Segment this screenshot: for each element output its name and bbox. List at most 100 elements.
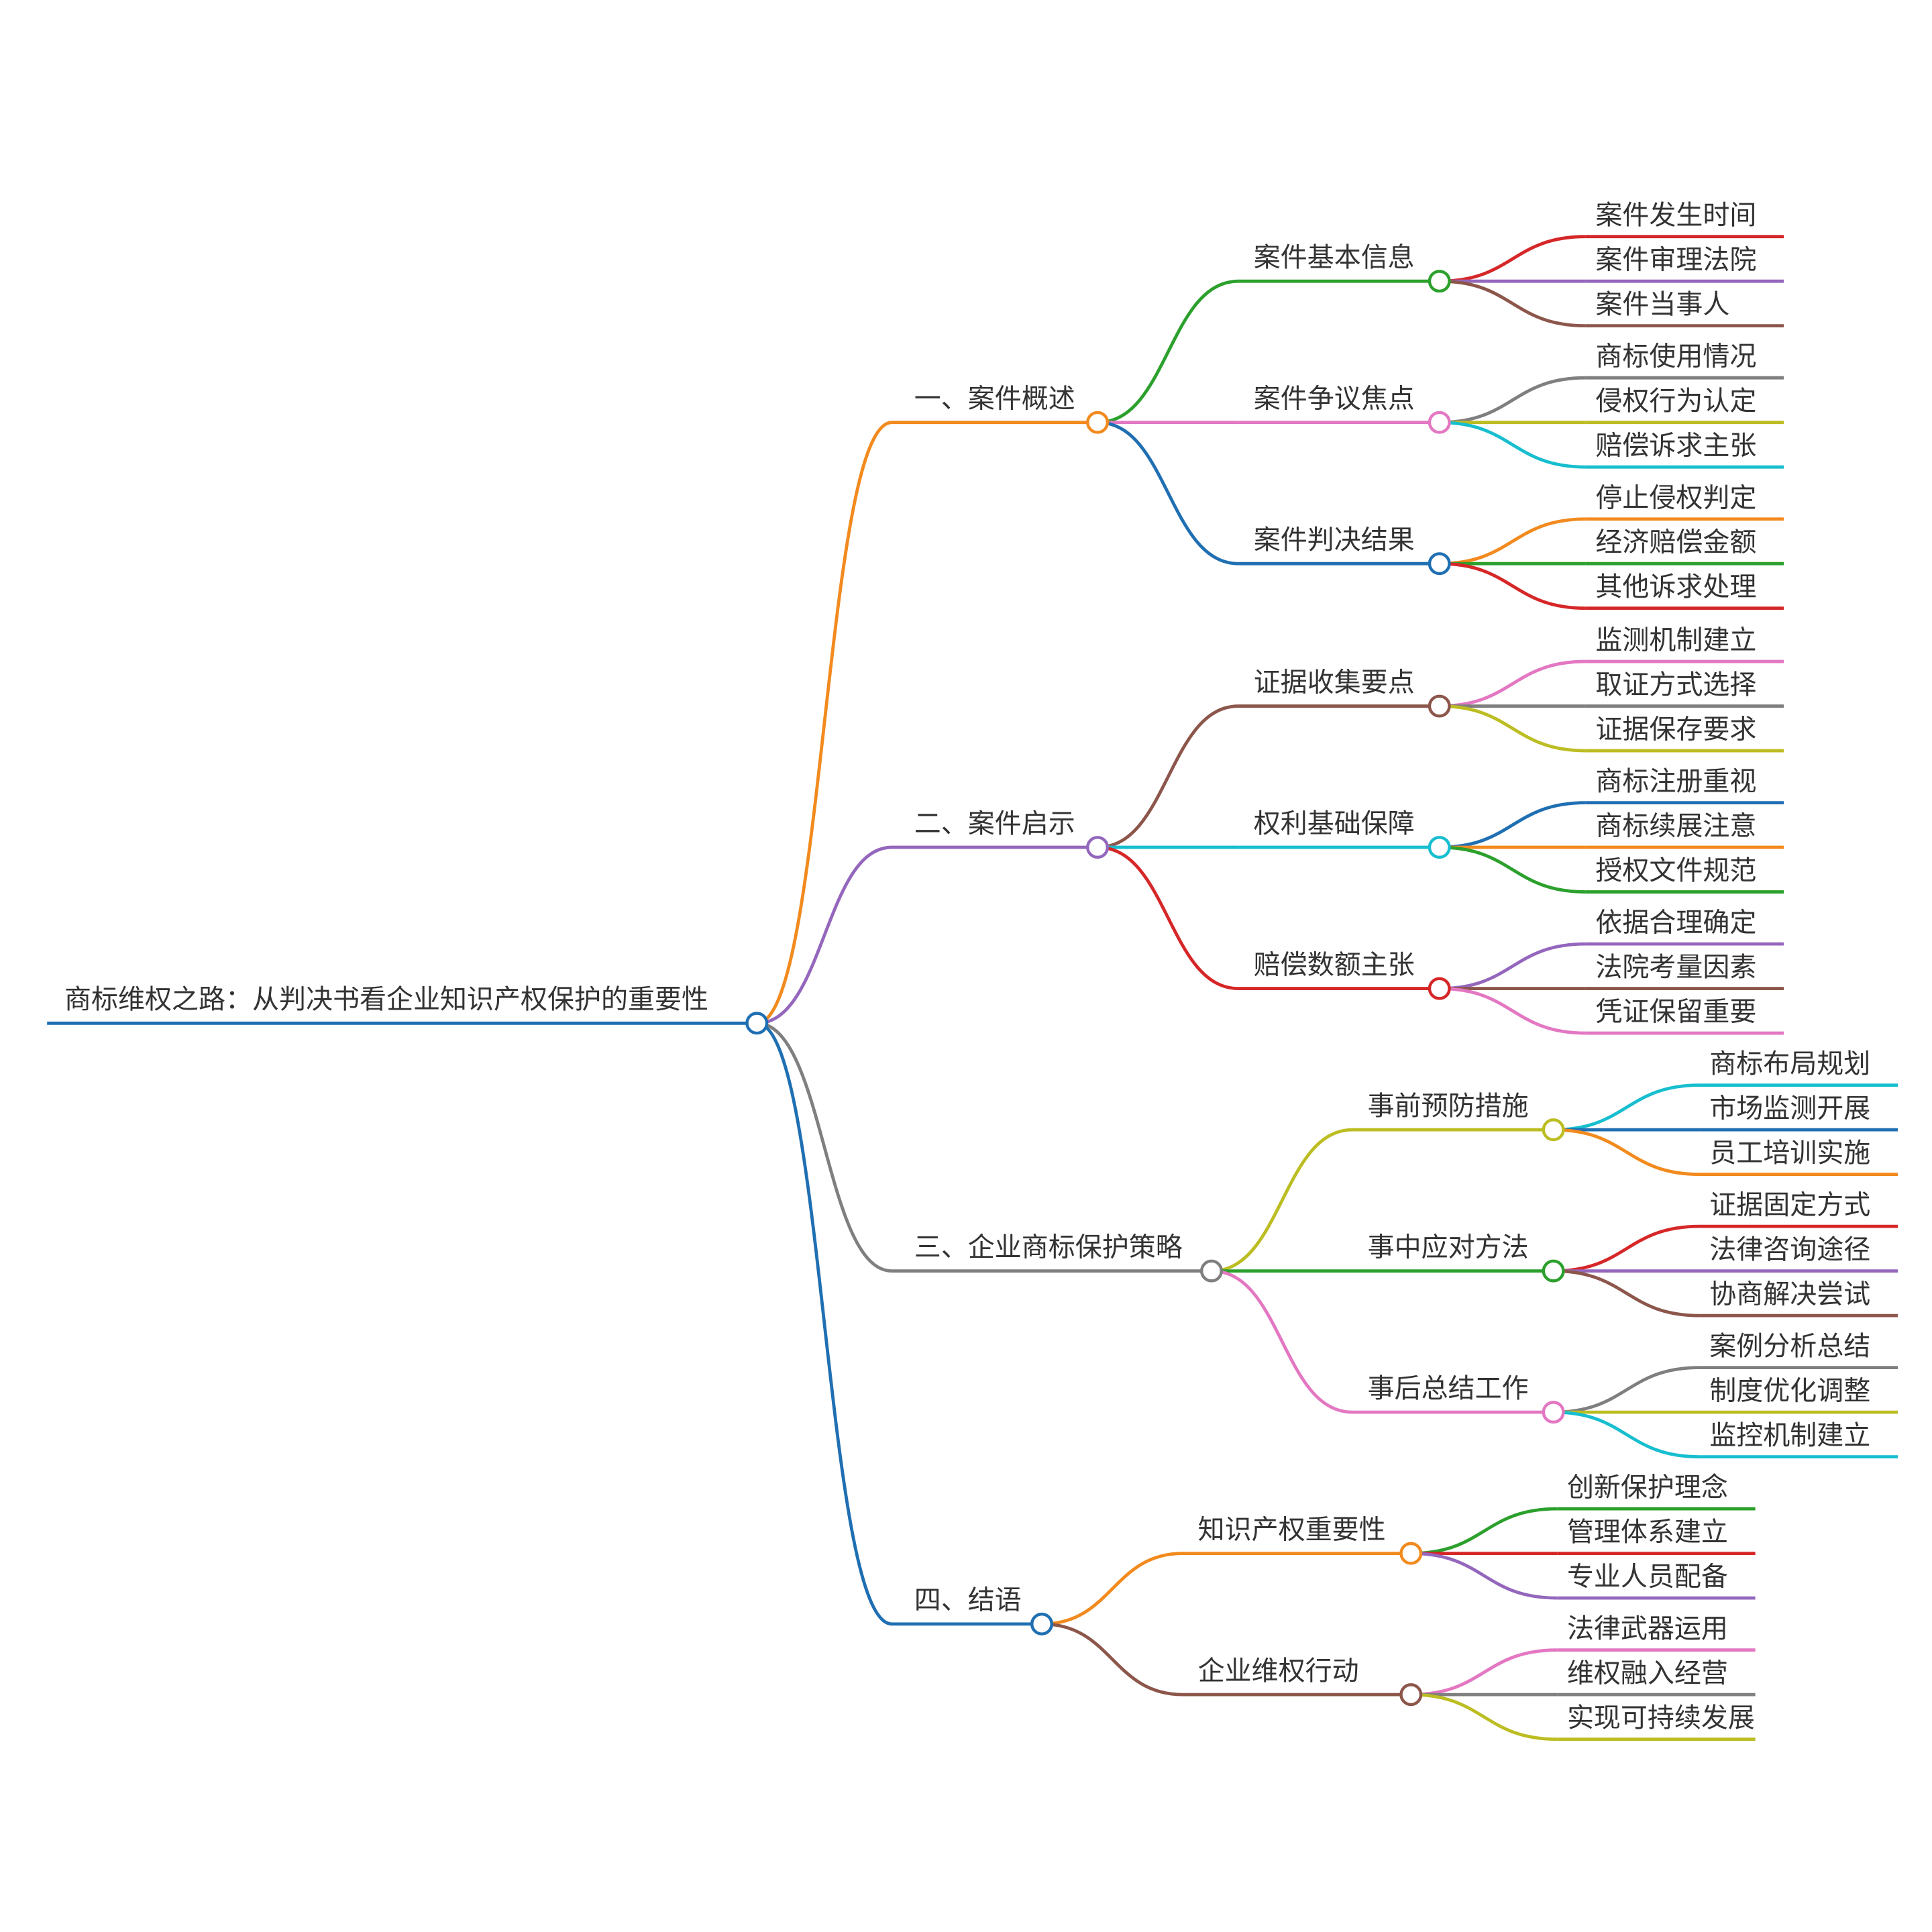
root-label: 商标维权之路：从判决书看企业知识产权保护的重要性: [64, 984, 708, 1015]
leaf-0-1-0-label: 商标使用情况: [1595, 341, 1756, 372]
mind-map-underlines: [47, 235, 1898, 1741]
edge-0-2-to-0-2-0: [1439, 517, 1586, 566]
edge-root-to-1: [757, 845, 892, 1025]
leaf-2-2-2-label: 监控机制建立: [1709, 1420, 1870, 1451]
branch-2-node[interactable]: [1199, 1259, 1223, 1283]
edge-2-1-to-2-1-0: [1553, 1224, 1700, 1273]
topic-3-1-label: 企业维权行动: [1198, 1656, 1359, 1686]
topic-1-2-label: 赔偿数额主张: [1254, 949, 1415, 980]
leaf-2-2-0-label: 案例分析总结: [1709, 1331, 1870, 1362]
leaf-0-0-0-label: 案件发生时间: [1595, 200, 1756, 231]
leaf-0-2-1-label: 经济赔偿金额: [1595, 527, 1756, 558]
leaf-0-0-2-label: 案件当事人: [1595, 289, 1729, 320]
topic-0-2-label: 案件判决结果: [1254, 525, 1415, 555]
leaf-0-2-0-label: 停止侵权判定: [1595, 482, 1756, 513]
branch-0-node[interactable]: [1086, 411, 1110, 434]
edge-3-to-3-1: [1041, 1622, 1183, 1697]
topic-2-2-label: 事后总结工作: [1368, 1373, 1529, 1404]
edge-3-0-to-3-0-0: [1411, 1507, 1558, 1556]
edge-0-0-to-0-0-0: [1439, 235, 1586, 283]
topic-1-0-label: 证据收集要点: [1254, 667, 1415, 698]
leaf-0-1-2-label: 赔偿诉求主张: [1595, 431, 1756, 462]
edge-1-2-to-1-2-0: [1439, 942, 1586, 990]
branch-3-node[interactable]: [1030, 1612, 1053, 1635]
topic-2-1-label: 事中应对方法: [1368, 1232, 1529, 1263]
edge-0-2-to-0-2-2: [1439, 561, 1586, 610]
edge-1-0-to-1-0-2: [1439, 704, 1586, 753]
edge-2-to-2-0: [1211, 1128, 1353, 1273]
mind-map-labels: 商标维权之路：从判决书看企业知识产权保护的重要性 一、案件概述 案件基本信息 案件发生…: [64, 200, 1870, 1733]
edge-1-to-1-0: [1097, 704, 1239, 849]
root-node[interactable]: [745, 1012, 769, 1035]
edge-1-1-to-1-1-0: [1439, 801, 1586, 849]
edge-2-to-2-2: [1211, 1269, 1353, 1414]
leaf-2-1-2-label: 协商解决尝试: [1709, 1279, 1870, 1310]
branch-1-node[interactable]: [1086, 836, 1110, 859]
edge-1-0-to-1-0-0: [1439, 659, 1586, 708]
edge-2-0-to-2-0-2: [1553, 1128, 1700, 1176]
edge-0-0-to-0-0-2: [1439, 279, 1586, 328]
leaf-2-2-1-label: 制度优化调整: [1709, 1376, 1870, 1407]
leaf-2-1-1-label: 法律咨询途径: [1709, 1234, 1870, 1265]
edge-3-1-to-3-1-2: [1411, 1693, 1558, 1741]
leaf-1-0-0-label: 监测机制建立: [1595, 625, 1756, 656]
branch-2-label: 三、企业商标保护策略: [914, 1232, 1183, 1263]
leaf-3-1-1-label: 维权融入经营: [1567, 1658, 1728, 1689]
topic-0-0-node[interactable]: [1428, 270, 1451, 293]
edge-1-2-to-1-2-2: [1439, 987, 1586, 1035]
topic-3-1-node[interactable]: [1399, 1683, 1423, 1707]
edge-2-2-to-2-2-0: [1553, 1366, 1700, 1414]
leaf-1-1-0-label: 商标注册重视: [1595, 766, 1756, 797]
leaf-3-1-2-label: 实现可持续发展: [1567, 1703, 1755, 1733]
topic-2-0-node[interactable]: [1542, 1118, 1565, 1142]
leaf-2-0-0-label: 商标布局规划: [1709, 1049, 1870, 1079]
edge-3-to-3-0: [1041, 1552, 1183, 1626]
leaf-1-1-1-label: 商标续展注意: [1595, 811, 1756, 842]
edge-0-1-to-0-1-2: [1439, 421, 1586, 469]
edge-2-1-to-2-1-2: [1553, 1269, 1700, 1318]
leaf-1-0-1-label: 取证方式选择: [1595, 669, 1756, 700]
topic-0-2-node[interactable]: [1428, 552, 1451, 576]
branch-1-label: 二、案件启示: [914, 808, 1075, 839]
topic-0-1-label: 案件争议焦点: [1254, 384, 1415, 415]
leaf-2-1-0-label: 证据固定方式: [1709, 1190, 1870, 1221]
branch-0-label: 一、案件概述: [914, 384, 1075, 415]
topic-1-0-node[interactable]: [1428, 694, 1451, 718]
leaf-0-1-1-label: 侵权行为认定: [1595, 386, 1756, 417]
leaf-2-0-2-label: 员工培训实施: [1709, 1138, 1870, 1169]
topic-2-2-node[interactable]: [1542, 1401, 1565, 1424]
leaf-1-1-2-label: 授权文件规范: [1595, 855, 1756, 886]
edge-2-2-to-2-2-2: [1553, 1410, 1700, 1459]
leaf-3-1-0-label: 法律武器运用: [1567, 1613, 1728, 1644]
edge-3-0-to-3-0-2: [1411, 1552, 1558, 1600]
edge-root-to-2: [757, 1021, 892, 1273]
leaf-2-0-1-label: 市场监测开展: [1709, 1093, 1870, 1124]
edge-0-to-0-0: [1097, 279, 1239, 425]
leaf-3-0-1-label: 管理体系建立: [1567, 1517, 1728, 1548]
topic-0-1-node[interactable]: [1428, 411, 1451, 434]
leaf-1-2-2-label: 凭证保留重要: [1595, 997, 1756, 1028]
leaf-1-0-2-label: 证据保存要求: [1595, 714, 1756, 745]
topic-1-2-node[interactable]: [1428, 977, 1451, 1000]
edge-0-1-to-0-1-0: [1439, 376, 1586, 425]
edge-2-0-to-2-0-0: [1553, 1083, 1700, 1132]
edge-root-to-3: [756, 1021, 892, 1626]
leaf-3-0-2-label: 专业人员配备: [1567, 1562, 1728, 1593]
topic-2-1-node[interactable]: [1542, 1259, 1565, 1283]
topic-1-1-node[interactable]: [1428, 836, 1451, 859]
leaf-3-0-0-label: 创新保护理念: [1567, 1472, 1728, 1503]
leaf-1-2-1-label: 法院考量因素: [1595, 952, 1756, 983]
topic-3-0-label: 知识产权重要性: [1198, 1514, 1386, 1545]
edge-1-to-1-2: [1097, 845, 1239, 990]
mind-map-edges: [756, 235, 1700, 1741]
edge-0-to-0-2: [1097, 421, 1239, 566]
mind-map-nodes: [745, 270, 1565, 1707]
leaf-1-2-0-label: 依据合理确定: [1595, 908, 1756, 938]
topic-2-0-label: 事前预防措施: [1368, 1091, 1529, 1122]
topic-3-0-node[interactable]: [1399, 1542, 1423, 1565]
topic-1-1-label: 权利基础保障: [1254, 808, 1415, 839]
edge-3-1-to-3-1-0: [1411, 1648, 1558, 1697]
topic-0-0-label: 案件基本信息: [1254, 242, 1415, 273]
branch-3-label: 四、结语: [914, 1585, 1022, 1616]
